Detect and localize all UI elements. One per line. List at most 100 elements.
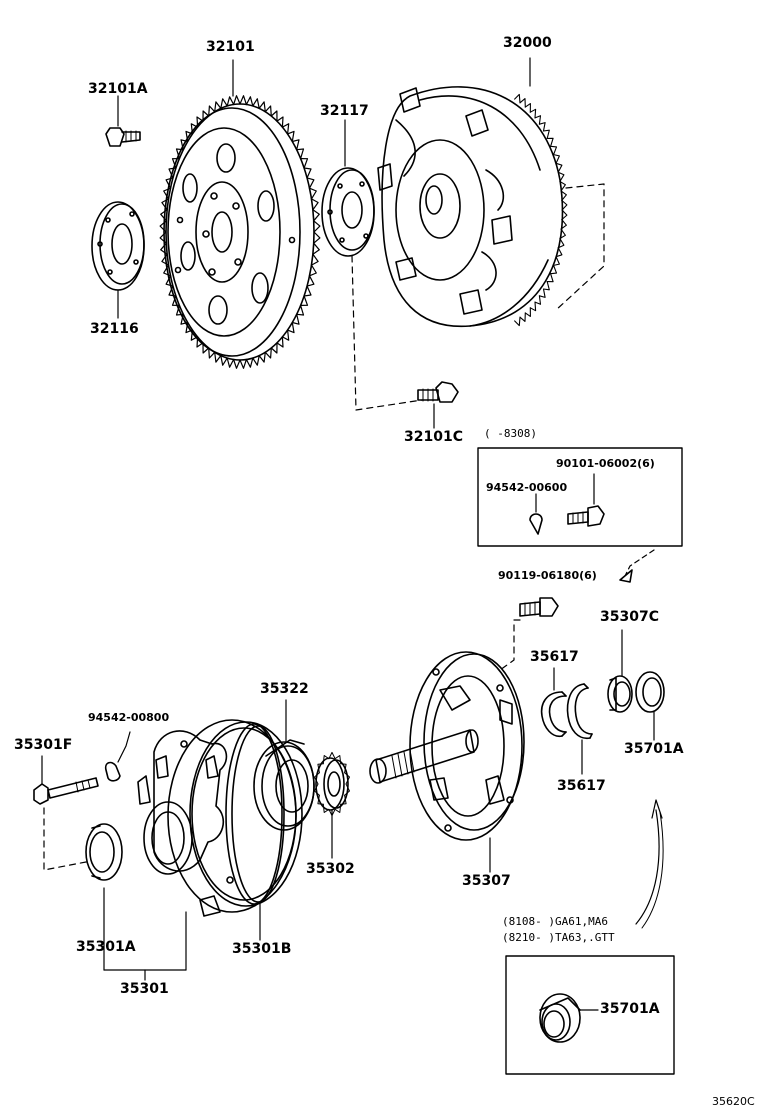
gear-tooth	[196, 336, 204, 348]
gear-tooth	[202, 110, 210, 122]
figure-code: 35620C	[712, 1095, 755, 1108]
label-35301: 35301	[120, 981, 169, 997]
gear-tooth	[239, 95, 247, 106]
oil-seal-35301A	[85, 823, 123, 881]
label-32116: 32116	[90, 321, 139, 337]
gear-tooth	[328, 751, 336, 760]
bolt-32101A	[105, 127, 141, 147]
label-32117: 32117	[320, 103, 369, 119]
gear-tooth	[214, 101, 222, 113]
gear-tooth	[270, 342, 278, 354]
gear-tooth	[550, 145, 558, 156]
label-35301B: 35301B	[232, 941, 292, 957]
gear-tooth	[233, 95, 241, 106]
variant-box-lower	[505, 955, 675, 1075]
gear-tooth	[239, 358, 247, 369]
gear-tooth	[276, 336, 284, 348]
label-32101: 32101	[206, 39, 255, 55]
gear-tooth	[553, 154, 560, 164]
gear-tooth	[220, 355, 228, 366]
gear-tooth	[546, 137, 554, 147]
gear-tooth	[514, 316, 521, 327]
gear-tooth	[555, 247, 563, 258]
gear-tooth	[306, 177, 315, 189]
gear-tooth	[252, 355, 260, 366]
label-35301A: 35301A	[76, 939, 136, 955]
gear-tooth	[317, 794, 324, 805]
gear-tooth	[300, 295, 309, 306]
oil-seal-35701A-upper	[635, 671, 665, 713]
gear-tooth	[529, 108, 537, 119]
bolt-32101C	[417, 381, 459, 403]
gear-tooth	[557, 171, 565, 183]
gear-tooth	[310, 198, 319, 211]
gear-tooth	[264, 347, 272, 359]
gear-tooth	[287, 321, 295, 334]
gear-tooth	[214, 351, 222, 363]
label-35701A-lower: 35701A	[600, 1001, 660, 1017]
gear-tooth	[196, 116, 204, 128]
gear-tooth	[281, 123, 290, 135]
washer-94542-00800	[104, 761, 121, 782]
gear-tooth	[514, 93, 521, 104]
label-35301F: 35301F	[14, 737, 73, 753]
gear-tooth	[245, 357, 254, 368]
driven-gear-35322	[253, 739, 315, 831]
gear-tooth	[312, 242, 320, 255]
bolt-90119	[519, 597, 559, 617]
gear-tooth	[226, 96, 235, 107]
gear-tooth	[314, 772, 320, 785]
gear-tooth	[303, 285, 312, 297]
gear-tooth	[270, 110, 278, 122]
label-94542-00600: 94542-00600	[486, 481, 568, 494]
label-35322: 35322	[260, 681, 309, 697]
gear-tooth	[542, 281, 550, 291]
gear-tooth	[233, 358, 241, 369]
gear-tooth	[555, 162, 563, 173]
gear-tooth	[258, 101, 266, 113]
gear-tooth	[252, 98, 260, 109]
gear-tooth	[560, 219, 567, 230]
gear-tooth	[538, 288, 546, 298]
o-ring-35301B	[225, 723, 285, 905]
seal-ring-35617-left	[540, 691, 567, 738]
label-35302: 35302	[306, 861, 355, 877]
gear-tooth	[202, 342, 210, 354]
gear-tooth	[287, 130, 295, 143]
note-range-upper: ( -8308)	[484, 427, 537, 440]
drive-gear-35302	[314, 751, 350, 817]
gear-tooth	[550, 264, 558, 275]
gear-tooth	[559, 228, 566, 240]
label-32000: 32000	[503, 35, 552, 51]
gear-tooth	[534, 115, 542, 125]
bolt-90101	[567, 505, 605, 527]
gear-tooth	[557, 237, 565, 249]
gear-tooth	[226, 357, 235, 368]
gear-tooth	[276, 116, 284, 128]
gear-tooth	[344, 783, 350, 796]
gear-tooth	[561, 199, 568, 211]
note-range-lower-2: (8210- )TA63,.GTT	[502, 931, 615, 944]
gear-tooth	[310, 253, 319, 266]
gear-tooth	[220, 98, 228, 109]
gear-tooth	[524, 103, 531, 113]
label-32101A: 32101A	[88, 81, 148, 97]
label-35701A-upper: 35701A	[624, 741, 684, 757]
oil-seal-35701A-lower	[539, 993, 581, 1043]
label-32101C: 32101C	[404, 429, 463, 445]
gear-tooth	[313, 220, 321, 233]
gear-tooth	[334, 803, 342, 813]
label-35617-bottom: 35617	[557, 778, 606, 794]
gear-tooth	[291, 313, 300, 325]
gear-tooth	[308, 264, 317, 277]
gear-tooth	[561, 209, 568, 221]
gear-tooth	[291, 139, 300, 151]
gear-tooth	[322, 803, 330, 813]
gear-tooth	[314, 783, 320, 796]
gear-tooth	[524, 307, 531, 317]
washer-94542-00600	[529, 513, 543, 535]
gear-tooth	[559, 180, 566, 192]
label-90119: 90119-06180(6)	[498, 569, 597, 582]
gear-tooth	[334, 755, 342, 765]
gear-tooth	[264, 105, 272, 117]
